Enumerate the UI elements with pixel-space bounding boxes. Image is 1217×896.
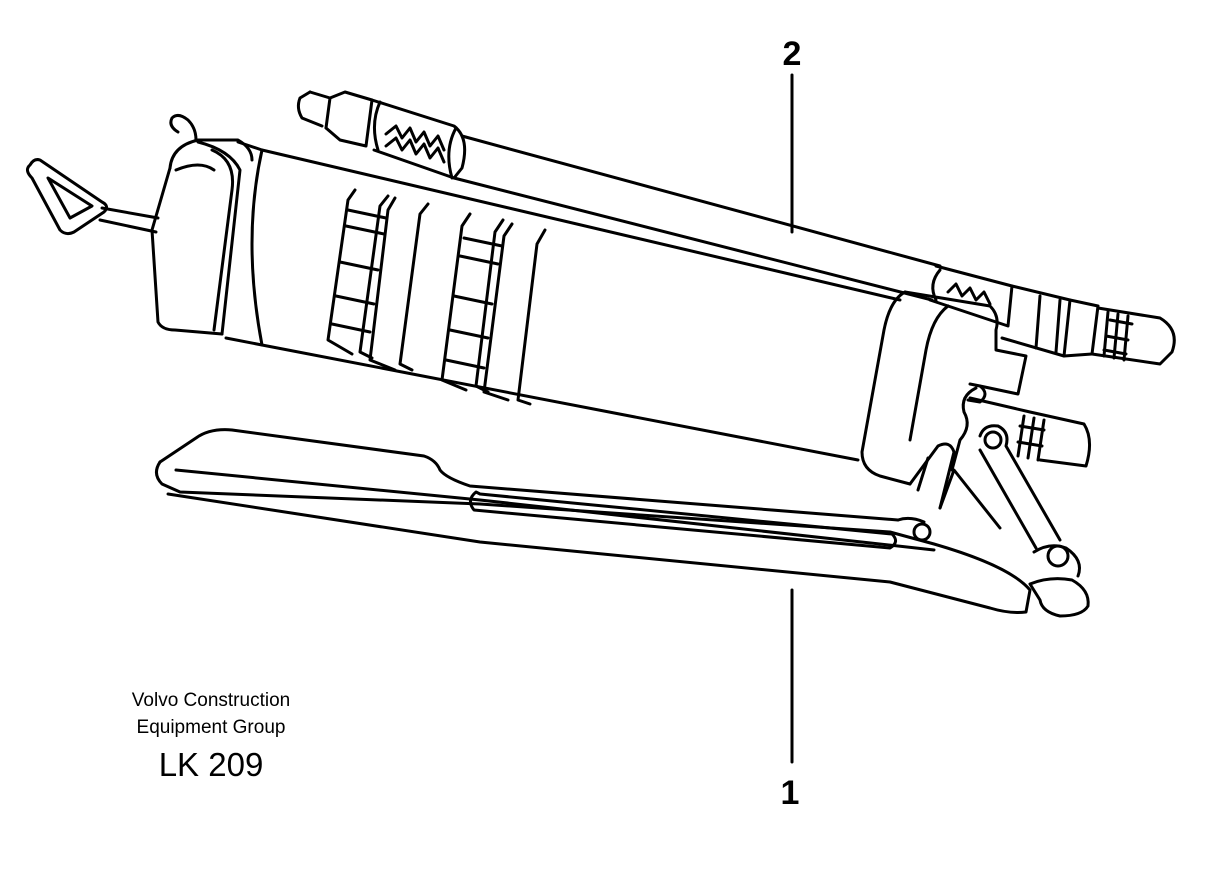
hose-coupling <box>1000 284 1176 366</box>
pump-head <box>860 290 1091 486</box>
caption-company-line1: Volvo Construction <box>131 690 291 711</box>
lever-linkage <box>908 424 1062 550</box>
barrel-end-cap <box>150 113 254 336</box>
grease-barrel <box>224 140 902 462</box>
handle-lever <box>155 428 1090 618</box>
t-handle <box>25 158 160 236</box>
grip-bands <box>326 188 547 406</box>
caption-company-line2: Equipment Group <box>136 717 286 738</box>
callout-number-2: 2 <box>782 35 802 73</box>
caption-drawing-code: LK 209 <box>158 746 264 783</box>
callout-number-1: 1 <box>780 774 800 812</box>
grease-hose <box>296 90 1014 328</box>
